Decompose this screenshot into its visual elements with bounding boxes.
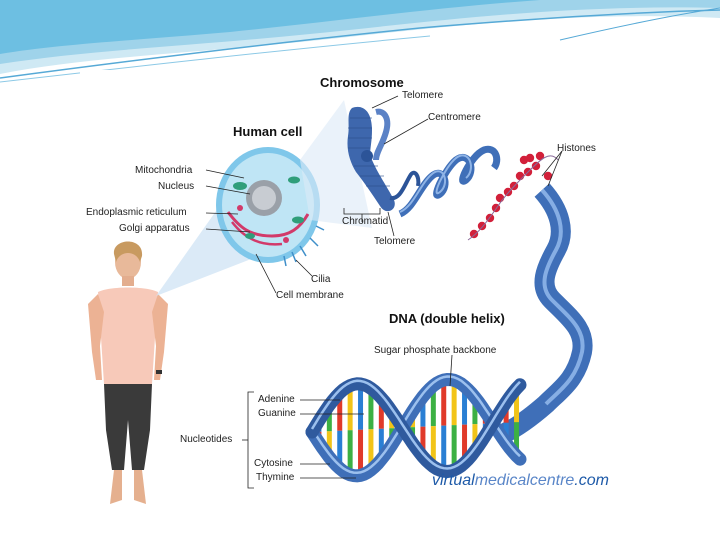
- label-mitochondria: Mitochondria: [135, 165, 192, 177]
- chromatin-coil: [400, 149, 497, 214]
- title-human-cell: Human cell: [233, 124, 302, 139]
- watermark-part-a: virtual: [432, 472, 475, 489]
- label-adenine: Adenine: [258, 394, 295, 406]
- label-thymine: Thymine: [256, 472, 294, 484]
- label-golgi-apparatus: Golgi apparatus: [119, 223, 190, 235]
- label-centromere: Centromere: [428, 112, 481, 124]
- histone-bead: [520, 156, 528, 164]
- human-figure: [88, 242, 168, 505]
- label-endoplasmic-reticulum: Endoplasmic reticulum: [86, 207, 187, 219]
- label-telomere-top: Telomere: [402, 90, 443, 102]
- histone-bead: [516, 172, 524, 180]
- label-nucleus: Nucleus: [158, 181, 194, 193]
- watermark-logo: virtualmedicalcentre.com: [432, 472, 609, 490]
- title-dna: DNA (double helix): [389, 311, 505, 326]
- label-cilia: Cilia: [311, 274, 330, 286]
- label-telomere-bottom: Telomere: [374, 236, 415, 248]
- chromatin-highlight: [400, 155, 471, 212]
- label-chromatid: Chromatid: [342, 216, 388, 228]
- label-sugar-phosphate-backbone: Sugar phosphate backbone: [374, 345, 496, 357]
- histone-bead: [532, 162, 540, 170]
- label-guanine: Guanine: [258, 408, 296, 420]
- watermark-part-b: medicalcentre: [475, 472, 575, 489]
- histone-bead: [470, 230, 478, 238]
- histone-bead: [496, 194, 504, 202]
- label-histones: Histones: [557, 143, 596, 155]
- label-nucleotides: Nucleotides: [180, 434, 232, 446]
- histone-bead: [504, 188, 512, 196]
- title-chromosome: Chromosome: [320, 75, 404, 90]
- dna-double-helix: [312, 377, 520, 476]
- watermark-part-c: .com: [574, 472, 609, 489]
- label-cytosine: Cytosine: [254, 458, 293, 470]
- label-cell-membrane: Cell membrane: [276, 290, 344, 302]
